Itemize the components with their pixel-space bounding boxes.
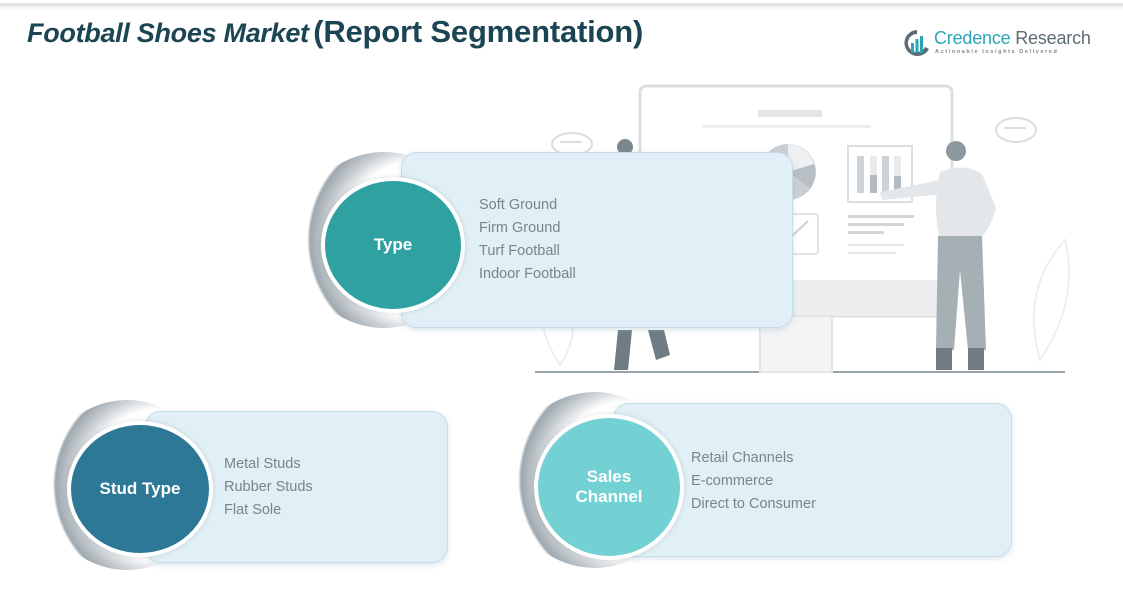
speech-bubble-right <box>995 117 1037 143</box>
list-item: Indoor Football <box>479 266 576 282</box>
presenter-arm <box>880 180 944 200</box>
list-item: Soft Ground <box>479 197 558 213</box>
segment-items: Soft Ground Firm Ground Turf Football In… <box>479 194 576 286</box>
segment-circle[interactable]: Type <box>321 177 465 313</box>
segment-card <box>401 152 793 328</box>
list-item: Metal Studs <box>224 456 301 472</box>
list-item: E-commerce <box>691 473 774 489</box>
list-item: Direct to Consumer <box>691 496 816 512</box>
segment-circle[interactable]: Stud Type <box>67 421 213 557</box>
screen-heading <box>758 110 822 117</box>
title-sub: (Report Segmentation) <box>313 14 644 49</box>
segment-label: Stud Type <box>99 479 181 498</box>
list-item: Turf Football <box>479 243 560 259</box>
list-item: Firm Ground <box>479 220 561 236</box>
logo-tagline: Actionable Insights Delivered <box>935 49 1059 55</box>
presenter-torso <box>936 167 996 238</box>
top-border <box>0 0 1123 10</box>
segment-circle[interactable]: Sales Channel <box>534 414 684 560</box>
list-item: Retail Channels <box>691 450 794 466</box>
woman-leg-right <box>648 330 670 360</box>
screen-subline <box>703 125 871 128</box>
list-item: Rubber Studs <box>224 479 313 495</box>
page-title: Football Shoes Market (Report Segmentati… <box>27 14 643 50</box>
segment-items: Retail Channels E-commerce Direct to Con… <box>691 447 816 516</box>
woman-leg-left <box>614 330 632 370</box>
leaf-right <box>1032 237 1071 363</box>
segment-items: Metal Studs Rubber Studs Flat Sole <box>224 453 313 522</box>
segment-label: Sales Channel <box>575 467 643 506</box>
woman-head <box>617 139 633 155</box>
segment-label: Type <box>373 235 413 254</box>
credence-research-logo: Credence Research Actionable Insights De… <box>902 26 1091 60</box>
title-main: Football Shoes Market <box>27 18 309 48</box>
bar-chart-logo-icon <box>904 30 929 56</box>
presenter-legs <box>936 236 986 350</box>
list-item: Flat Sole <box>224 502 282 518</box>
presenter-head <box>946 141 966 161</box>
logo-name: Credence Research <box>934 28 1091 48</box>
